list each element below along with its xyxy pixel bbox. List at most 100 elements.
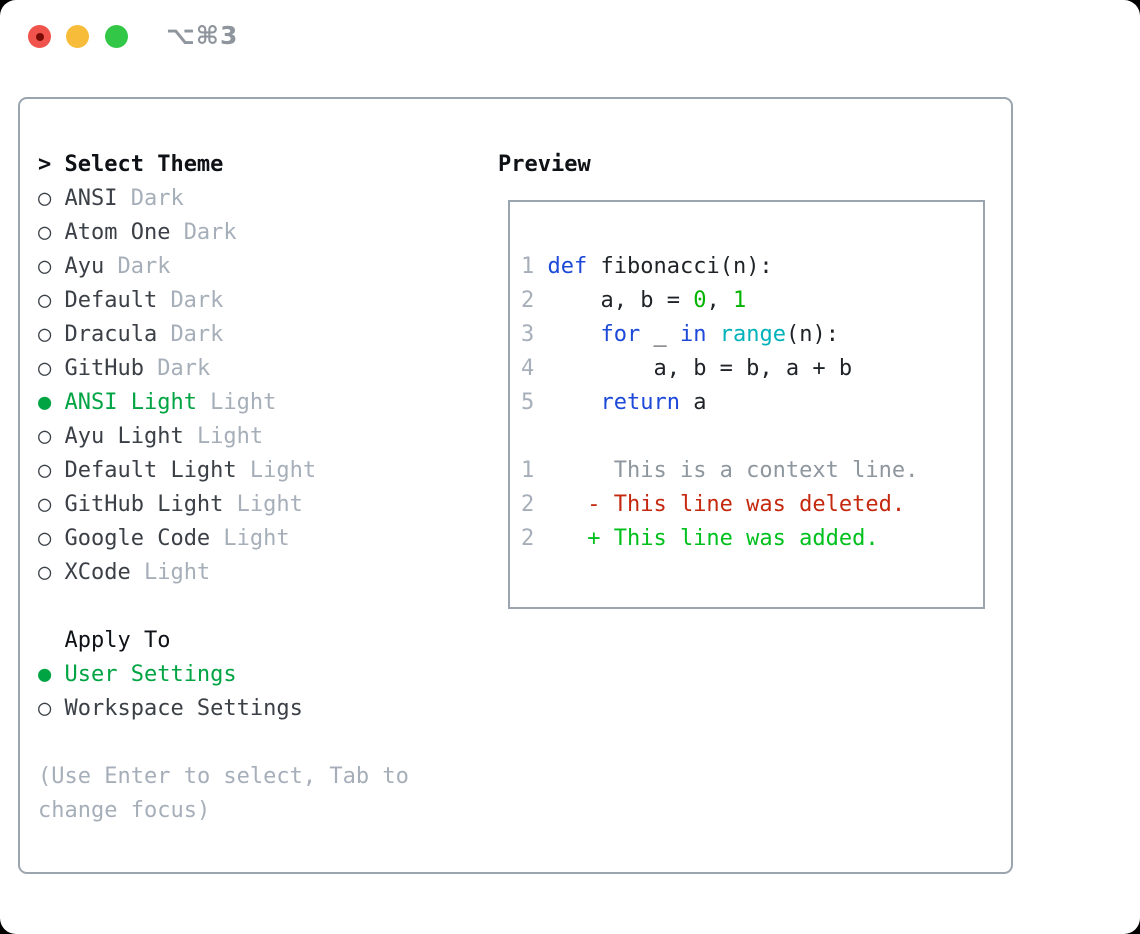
select-theme-title: Select Theme <box>64 152 224 177</box>
code-token <box>706 322 719 347</box>
help-text-line-1: (Use Enter to select, Tab to <box>38 764 409 789</box>
option-variant-label: Dark <box>117 254 171 279</box>
window-shortcut-title: ⌥⌘3 <box>166 21 239 50</box>
apply-to-option[interactable]: ○ Workspace Settings <box>38 692 409 726</box>
line-number: 5 <box>521 390 548 415</box>
blank-line <box>521 420 983 454</box>
option-variant-label: Light <box>210 390 277 415</box>
radio-unselected-icon: ○ <box>38 220 52 245</box>
close-button[interactable] <box>28 25 51 48</box>
code-token: + This line was added. <box>534 526 879 551</box>
radio-unselected-icon: ○ <box>38 288 52 313</box>
code-token: def <box>547 254 588 279</box>
code-token: fibonacci(n): <box>587 254 773 279</box>
code-line: 4 a, b = b, a + b <box>521 352 983 386</box>
line-number: 1 <box>521 458 535 483</box>
code-line: 5 return a <box>521 386 983 420</box>
radio-unselected-icon: ○ <box>38 424 52 449</box>
preview-column: Preview 1 def fibonacci(n):2 a, b = 0, 1… <box>498 148 985 609</box>
option-variant-label: Light <box>236 492 303 517</box>
line-number: 4 <box>521 356 548 381</box>
code-token: 0 <box>693 288 707 313</box>
diff-context-line: 1 This is a context line. <box>521 454 983 488</box>
option-label: Default Light <box>64 458 237 483</box>
option-label: Ayu <box>64 254 105 279</box>
radio-unselected-icon: ○ <box>38 254 52 279</box>
option-variant-label: Light <box>143 560 211 585</box>
code-token: a, b = <box>547 288 694 313</box>
option-variant-label: Dark <box>170 288 224 313</box>
code-token: This is a context line. <box>534 458 919 483</box>
code-token: 1 <box>732 288 747 313</box>
option-label: ANSI Light <box>64 390 197 415</box>
titlebar: ⌥⌘3 <box>0 0 1140 75</box>
option-label: Dracula <box>64 322 158 347</box>
radio-unselected-icon: ○ <box>38 458 52 483</box>
cursor-icon: > <box>38 152 52 177</box>
theme-option[interactable]: ○ GitHub Dark <box>38 352 409 386</box>
code-token: for <box>600 322 641 347</box>
theme-option[interactable]: ● ANSI Light Light <box>38 386 409 420</box>
option-variant-label: Dark <box>157 356 211 381</box>
theme-option[interactable]: ○ Ayu Dark <box>38 250 409 284</box>
code-token: (n): <box>785 322 839 347</box>
option-label: Google Code <box>64 526 211 551</box>
option-label: Workspace Settings <box>64 696 303 721</box>
radio-selected-icon: ● <box>38 390 52 415</box>
theme-option[interactable]: ○ Default Dark <box>38 284 409 318</box>
theme-option[interactable]: ○ XCode Light <box>38 556 409 590</box>
option-label: Default <box>64 288 158 313</box>
line-number: 2 <box>521 288 548 313</box>
code-token <box>548 322 601 347</box>
code-line: 1 def fibonacci(n): <box>521 250 983 284</box>
option-label: User Settings <box>64 662 237 687</box>
diff-deleted-line: 2 - This line was deleted. <box>521 488 983 522</box>
minimize-button[interactable] <box>66 25 89 48</box>
line-number: 2 <box>521 526 535 551</box>
diff-added-line: 2 + This line was added. <box>521 522 983 556</box>
radio-unselected-icon: ○ <box>38 560 52 585</box>
apply-to-option[interactable]: ● User Settings <box>38 658 409 692</box>
apply-to-list: ● User Settings ○ Workspace Settings <box>38 658 409 726</box>
spacer-row <box>38 726 409 760</box>
option-variant-label: Dark <box>130 186 184 211</box>
code-token: a, b = b, a + b <box>547 356 853 381</box>
code-token: in <box>679 322 707 347</box>
code-token: return <box>600 390 680 415</box>
code-token: - This line was deleted. <box>534 492 906 517</box>
radio-selected-icon: ● <box>38 662 52 687</box>
line-number: 3 <box>521 322 548 347</box>
option-label: GitHub <box>64 356 144 381</box>
option-label: GitHub Light <box>64 492 224 517</box>
theme-option[interactable]: ○ Google Code Light <box>38 522 409 556</box>
code-token: a <box>679 390 707 415</box>
option-label: ANSI <box>64 186 118 211</box>
option-variant-label: Dark <box>170 322 224 347</box>
option-variant-label: Dark <box>183 220 237 245</box>
option-variant-label: Light <box>223 526 290 551</box>
radio-unselected-icon: ○ <box>38 526 52 551</box>
theme-option[interactable]: ○ ANSI Dark <box>38 182 409 216</box>
preview-title: Preview <box>498 152 591 177</box>
help-text-line-2: change focus) <box>38 798 211 823</box>
apply-to-header: Apply To <box>38 624 409 658</box>
radio-unselected-icon: ○ <box>38 186 52 211</box>
radio-unselected-icon: ○ <box>38 696 52 721</box>
close-dot-icon <box>35 32 44 41</box>
radio-unselected-icon: ○ <box>38 356 52 381</box>
code-token: range <box>719 322 786 347</box>
option-label: XCode <box>64 560 131 585</box>
option-label: Ayu Light <box>64 424 184 449</box>
zoom-button[interactable] <box>105 25 128 48</box>
select-theme-header: > Select Theme <box>38 148 409 182</box>
